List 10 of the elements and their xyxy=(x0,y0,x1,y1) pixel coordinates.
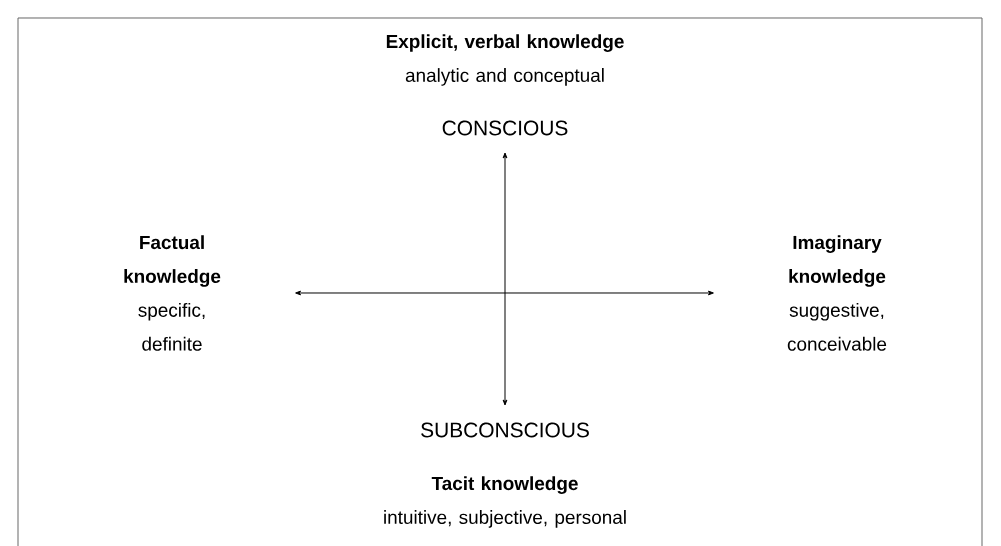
axis-label: SUBCONSCIOUS xyxy=(421,422,589,438)
double-arrow xyxy=(295,290,714,296)
description: intuitive, subjective, personal xyxy=(384,510,626,528)
double-arrow xyxy=(502,152,508,406)
description: suggestive, conceivable xyxy=(787,303,887,351)
heading: Explicit, verbal knowledge xyxy=(386,34,624,52)
axis-label: CONSCIOUS xyxy=(442,120,568,136)
description: analytic and conceptual xyxy=(405,68,604,86)
description: specific, definite xyxy=(138,303,205,351)
heading: Tacit knowledge xyxy=(431,476,578,494)
